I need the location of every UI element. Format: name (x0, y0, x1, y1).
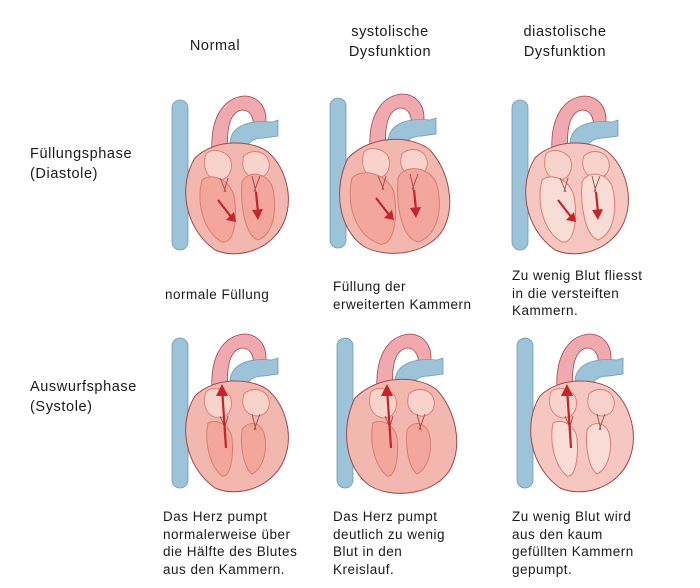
caption-diastolic-filling: Zu wenig Blut fliesst in die versteiften… (512, 268, 643, 318)
caption-diastolic-ejection: Zu wenig Blut wird aus den kaum gefüllte… (512, 509, 634, 577)
row-heading-ejection-phase: Auswurfsphase (Systole) (30, 379, 137, 415)
column-heading-diastolic-dysfunction: diastolische Dysfunktion (523, 24, 607, 60)
caption-systolic-filling: Füllung der erweiterten Kammern (333, 279, 472, 312)
heart-diastolic-systole (505, 318, 645, 498)
heart-systolic-diastole (318, 78, 458, 258)
caption-systolic-ejection: Das Herz pumpt deutlich zu wenig Blut in… (333, 509, 446, 577)
caption-normal-ejection: Das Herz pumpt normalerweise über die Hä… (163, 509, 298, 577)
heart-diastolic-diastole (500, 80, 640, 260)
column-heading-normal: Normal (189, 38, 241, 54)
heart-normal-systole (160, 318, 300, 498)
column-heading-systolic-dysfunction: systolische Dysfunktion (348, 24, 432, 60)
caption-normal-filling: normale Füllung (165, 287, 270, 302)
row-heading-filling-phase: Füllungsphase (Diastole) (30, 146, 133, 182)
heart-normal-diastole (160, 80, 300, 260)
heart-systolic-systole (325, 318, 465, 498)
